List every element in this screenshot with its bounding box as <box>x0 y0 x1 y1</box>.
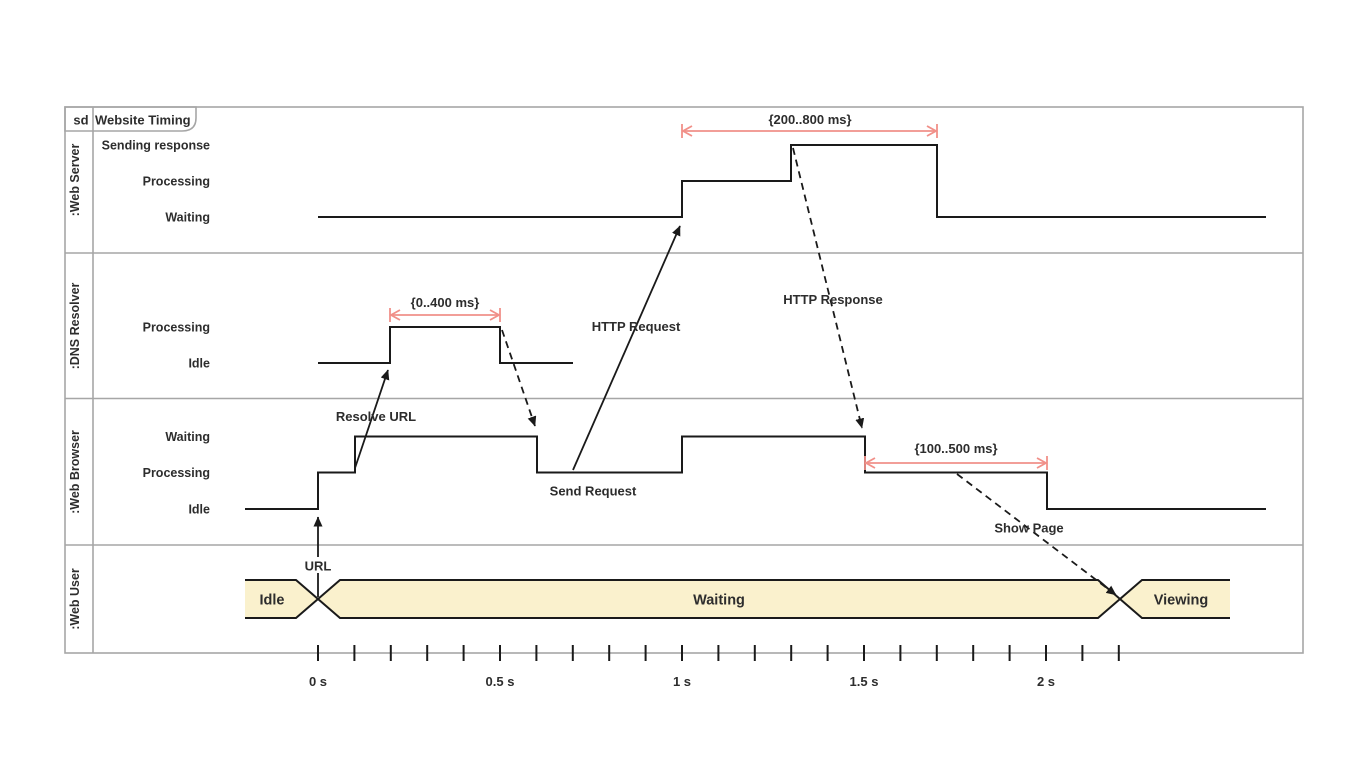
lane-name-web-server: :Web Server <box>68 144 82 217</box>
axis-tick-label: 0 s <box>309 674 327 689</box>
axis-tick-label: 1 s <box>673 674 691 689</box>
url-label-backing <box>303 557 333 573</box>
send-request-label: Send Request <box>550 484 637 499</box>
user-state-viewing-label: Viewing <box>1154 593 1209 609</box>
lane-name-web-browser: :Web Browser <box>68 430 82 514</box>
show-page-message-arrow <box>956 473 1117 596</box>
lane-name-web-user: :Web User <box>68 568 82 630</box>
show-page-label: Show Page <box>994 521 1063 536</box>
user-state-idle-shape <box>245 580 318 618</box>
timeline-web-server <box>318 144 1266 218</box>
constraint-dns-0-400ms: {0..400 ms} <box>389 295 501 322</box>
dns-return-dashed-arrow <box>501 329 537 427</box>
timeline-dns-resolver <box>318 326 573 364</box>
frame-title-tab <box>64 106 197 132</box>
frame-border <box>64 106 1304 654</box>
constraint-dns-label: {0..400 ms} <box>411 295 480 310</box>
url-message-label: URL <box>305 559 332 574</box>
user-state-waiting-shape <box>316 579 1122 619</box>
http-response-label: HTTP Response <box>783 292 882 307</box>
constraint-browser-label: {100..500 ms} <box>914 441 997 456</box>
axis-tick-label: 2 s <box>1037 674 1055 689</box>
user-state-viewing-shape <box>1120 580 1230 618</box>
state-label-browser-processing: Processing <box>143 466 210 480</box>
user-state-viewing-border <box>1118 579 1230 619</box>
axis-tick-label: 0.5 s <box>486 674 515 689</box>
lane-name-dns-resolver: :DNS Resolver <box>68 282 82 369</box>
state-label-dns-processing: Processing <box>143 321 210 335</box>
resolve-url-message-label: Resolve URL <box>336 409 416 424</box>
frame-keyword: sd <box>73 113 88 128</box>
page-title: Website Timing <box>95 113 191 128</box>
state-label-server-processing: Processing <box>143 175 210 189</box>
http-request-message-arrow <box>572 225 681 471</box>
state-label-dns-idle: Idle <box>188 357 210 371</box>
constraint-server-200-800ms: {200..800 ms} <box>681 112 938 138</box>
constraint-server-label: {200..800 ms} <box>768 112 851 127</box>
time-axis-labels: 0 s 0.5 s 1 s 1.5 s 2 s <box>309 674 1055 689</box>
timeline-web-browser <box>245 435 1266 510</box>
user-state-waiting-label: Waiting <box>693 593 745 609</box>
user-state-idle-label: Idle <box>260 593 285 609</box>
http-response-message-arrow <box>792 147 865 429</box>
state-label-browser-idle: Idle <box>188 503 210 517</box>
resolve-url-message-arrow <box>354 369 390 469</box>
axis-tick-label: 1.5 s <box>850 674 879 689</box>
http-request-label: HTTP Request <box>592 319 681 334</box>
state-label-sending-response: Sending response <box>102 139 210 153</box>
state-label-server-waiting: Waiting <box>165 211 210 225</box>
time-axis <box>317 645 1120 661</box>
constraint-browser-100-500ms: {100..500 ms} <box>864 441 1048 470</box>
state-label-browser-waiting: Waiting <box>165 430 210 444</box>
